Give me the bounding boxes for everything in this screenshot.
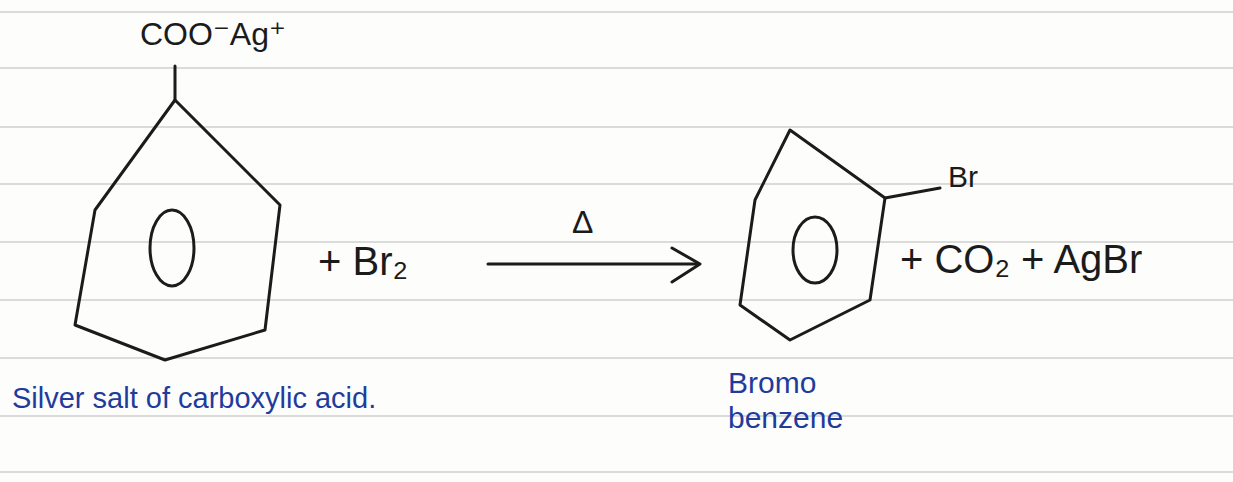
- ruled-line: [0, 11, 1233, 13]
- heat-symbol: Δ: [572, 204, 593, 241]
- aromatic-circle: [150, 210, 194, 286]
- ruled-line: [0, 67, 1233, 69]
- ruled-line: [0, 415, 1233, 417]
- arrow-head: [672, 248, 700, 282]
- benzene-ring: [75, 100, 280, 360]
- aromatic-circle: [793, 217, 837, 283]
- ruled-line: [0, 183, 1233, 185]
- ruled-line: [0, 299, 1233, 301]
- reaction-arrow: [488, 263, 698, 266]
- formula-text: COO⁻Ag⁺: [140, 16, 286, 53]
- ruled-line: [0, 126, 1233, 128]
- substituent-text: Br: [948, 160, 978, 195]
- product-caption: Bromo benzene: [728, 366, 918, 435]
- ruled-line: [0, 357, 1233, 359]
- ruled-lines: [0, 12, 1233, 472]
- reagent-text: + Br₂: [318, 238, 408, 284]
- reactant-caption: Silver salt of carboxylic acid.: [12, 382, 512, 415]
- bond-line: [885, 188, 940, 198]
- benzene-ring: [740, 130, 885, 340]
- product-text: + CO₂ + AgBr: [900, 236, 1142, 282]
- bond-line: [174, 66, 177, 100]
- ruled-line: [0, 471, 1233, 473]
